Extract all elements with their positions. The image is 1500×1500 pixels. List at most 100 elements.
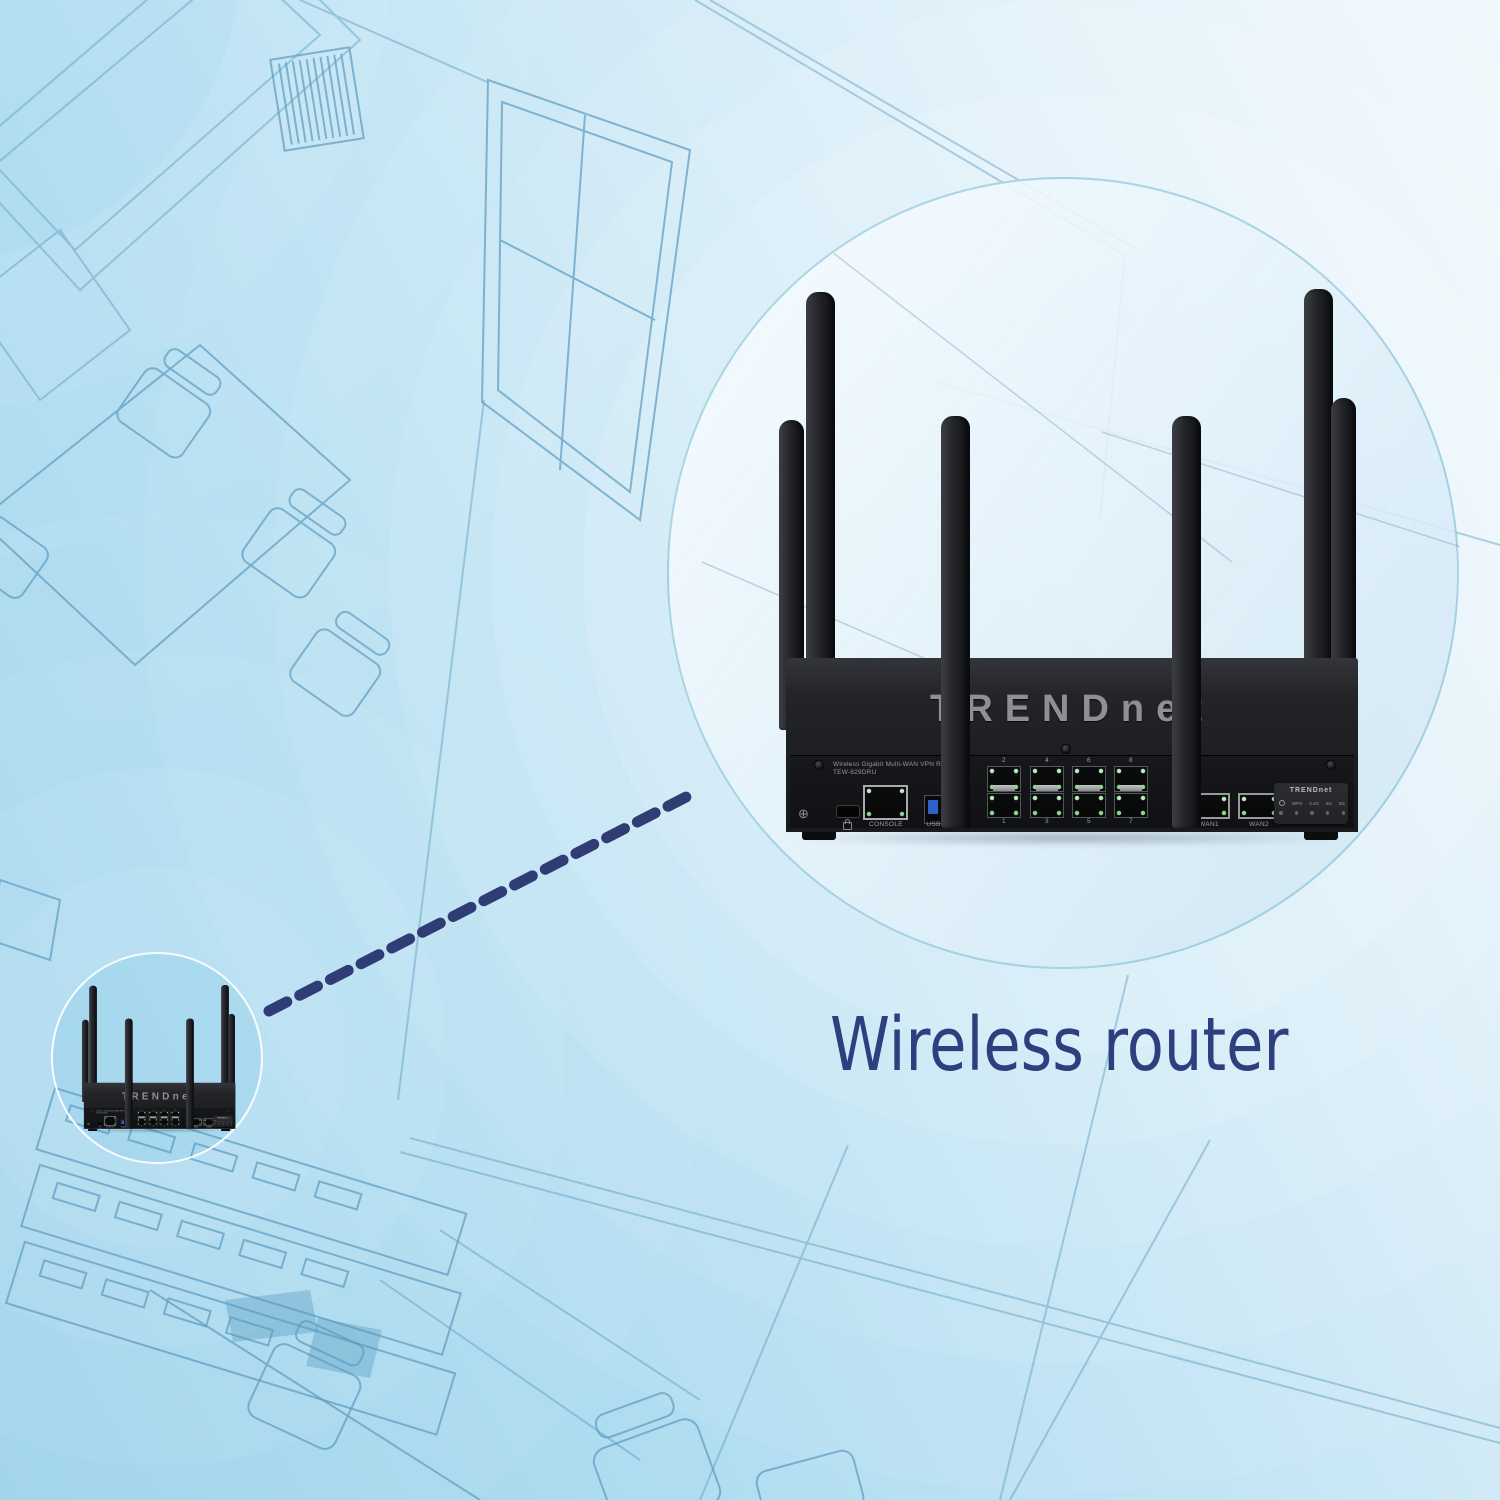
lan-port (137, 1118, 147, 1126)
lan-port (1114, 766, 1148, 792)
led-panel-brand: TRENDnet (1289, 787, 1333, 794)
led-dot (1294, 811, 1299, 815)
led-dot (231, 1123, 232, 1125)
screw-icon (1326, 760, 1336, 770)
antenna-icon (1172, 416, 1201, 828)
led-label: WPS (217, 1120, 221, 1122)
lan-port (1072, 766, 1106, 792)
brand-logo: TRENDnet (930, 688, 1214, 730)
lan-port (1030, 766, 1064, 792)
power-icon (214, 1120, 217, 1123)
lan-label-bottom: 5 (163, 1125, 165, 1128)
router-chassis: TRENDnet Wireless Gigabit Multi-WAN VPN … (83, 1082, 236, 1129)
led-panel-brand: TRENDnet (217, 1116, 229, 1119)
led-dot (214, 1123, 216, 1125)
router-location-circle (51, 952, 263, 1164)
router-front-panel: Wireless Gigabit Multi-WAN VPN Router TE… (84, 1105, 235, 1129)
router-chassis: TRENDnet Wireless Gigabit Multi-WAN VPN … (786, 658, 1358, 832)
led-dot (1341, 811, 1345, 815)
led-dot (1279, 811, 1283, 815)
ground-icon: ⊕ (87, 1122, 90, 1126)
router-foot (802, 832, 836, 840)
lan-port (148, 1111, 158, 1119)
lan-label-top: 2 (141, 1109, 143, 1111)
router-small: TRENDnet Wireless Gigabit Multi-WAN VPN … (82, 985, 236, 1133)
led-label: 5G (226, 1120, 229, 1122)
lan-label-top: 4 (1045, 757, 1049, 764)
lan-port-column: 8 7 (1113, 756, 1149, 828)
antenna-icon (221, 985, 229, 1103)
lan-port-column: 8 7 (170, 1109, 181, 1128)
console-label: CONSOLE (869, 821, 903, 828)
router-foot (221, 1128, 231, 1132)
blueprint-vent (269, 46, 365, 152)
console-port (104, 1116, 117, 1126)
wan2-label: WAN2 (206, 1125, 212, 1128)
brand-logo: TRENDnet (122, 1090, 198, 1102)
led-label: 2.4G (1309, 800, 1319, 806)
router-shadow (83, 1128, 235, 1133)
lock-icon (98, 1125, 102, 1129)
lan-port-column: 4 3 (148, 1109, 158, 1128)
model-text: Wireless Gigabit Multi-WAN VPN Router TE… (96, 1110, 129, 1114)
led-labels: WPS 2.4G 5G 5G (1279, 800, 1345, 806)
lan-port (159, 1118, 169, 1126)
lan-label-bottom: 7 (1129, 818, 1133, 825)
lan-label-bottom: 1 (141, 1125, 143, 1128)
wan2-label: WAN2 (1249, 821, 1269, 828)
wan1-label: WAN1 (1199, 821, 1219, 828)
lan-label-top: 8 (174, 1109, 176, 1111)
led-panel: TRENDnet WPS 2.4G 5G 5G (213, 1115, 233, 1127)
console-label: CONSOLE (105, 1125, 115, 1128)
router-large: TRENDnet Wireless Gigabit Multi-WAN VPN … (779, 289, 1359, 846)
lan-port (137, 1111, 147, 1119)
antenna-icon (89, 985, 97, 1102)
kensington-slot (836, 805, 860, 818)
lan-port (987, 766, 1021, 792)
lan-port-column: 6 5 (159, 1109, 169, 1128)
lan-port (1072, 793, 1106, 818)
lan-port (170, 1118, 180, 1126)
led-panel: TRENDnet WPS 2.4G 5G 5G (1274, 783, 1348, 824)
lan-port (1030, 793, 1064, 818)
led-dot (1325, 811, 1330, 815)
antenna-icon (228, 1013, 235, 1103)
router-foot (88, 1128, 98, 1132)
lan-label-bottom: 7 (174, 1125, 176, 1128)
product-name: Wireless Gigabit Multi-WAN VPN Router (833, 761, 957, 768)
antenna-icon (941, 416, 970, 828)
model-number: TEW-829DRU (833, 769, 877, 776)
usb-label: USB (121, 1125, 125, 1128)
screw-icon (814, 760, 824, 770)
kensington-slot (97, 1121, 104, 1126)
lock-icon (843, 819, 852, 830)
lan-port-column: 2 1 (137, 1109, 147, 1128)
lan-port (987, 793, 1021, 818)
blueprint-table-chairs (0, 343, 391, 962)
led-dot (1310, 811, 1314, 815)
led-label: WPS (1291, 800, 1303, 806)
blueprint-window-large (480, 78, 692, 522)
lan-label-top: 4 (152, 1109, 154, 1111)
led-indicators (1279, 811, 1345, 815)
screw-icon (226, 1109, 230, 1113)
screw-icon (156, 1105, 160, 1109)
led-label: 5G (230, 1120, 232, 1122)
caption: Wireless router (830, 1002, 1289, 1088)
router-foot (1304, 832, 1338, 840)
ground-icon: ⊕ (798, 806, 809, 821)
router-front-panel: Wireless Gigabit Multi-WAN VPN Router TE… (790, 744, 1354, 830)
wan1-label: WAN1 (193, 1125, 199, 1128)
antenna-icon (806, 292, 835, 729)
antenna-icon (186, 1018, 194, 1128)
console-port (863, 785, 908, 820)
lan-label-top: 2 (1002, 757, 1006, 764)
lan-port (1114, 793, 1148, 818)
lan-port-column: 4 3 (1029, 756, 1065, 828)
led-labels: WPS 2.4G 5G 5G (214, 1120, 232, 1123)
led-indicators (214, 1123, 232, 1125)
led-label: 2.4G (222, 1120, 226, 1122)
led-label: 5G (1325, 800, 1332, 806)
blueprint-racks (4, 1086, 468, 1436)
